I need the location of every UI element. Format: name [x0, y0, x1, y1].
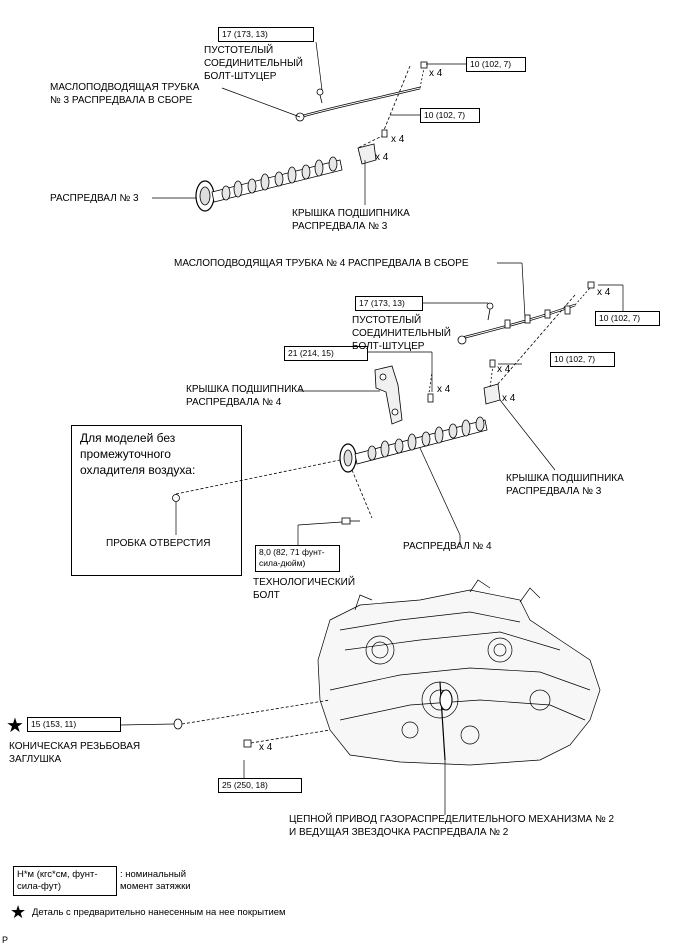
qty-bearing-cap-3-top: x 4 [375, 152, 389, 163]
torque-box-oil-pipe-3: 10 (102, 7) [466, 57, 526, 72]
legend-star-icon: ★ [10, 902, 27, 922]
label-bearing-cap-3-mid: КРЫШКА ПОДШИПНИКА РАСПРЕДВАЛА № 3 [506, 473, 624, 497]
bearing-cap-4-drawing [374, 365, 434, 425]
qty-bottom-bolts: x 4 [259, 742, 273, 753]
label-camshaft-3: РАСПРЕДВАЛ № 3 [50, 193, 139, 204]
label-oil-pipe-3: МАСЛОПОДВОДЯЩАЯ ТРУБКА № 3 РАСПРЕДВАЛА В… [50, 82, 200, 106]
qty-bearing-cap-3-mid-bolt: x 4 [497, 364, 511, 375]
qty-bearing-cap-4: x 4 [437, 384, 451, 395]
label-oil-pipe-4: МАСЛОПОДВОДЯЩАЯ ТРУБКА № 4 РАСПРЕДВАЛА В… [174, 258, 469, 269]
bearing-cap-3-mid-drawing [483, 294, 576, 405]
precoated-star-icon: ★ [6, 715, 24, 737]
taper-plug-drawing [173, 699, 331, 730]
label-hole-plug: ПРОБКА ОТВЕРСТИЯ [106, 538, 211, 549]
torque-box-oil-pipe-4: 10 (102, 7) [595, 311, 660, 326]
corner-mark: P [2, 935, 9, 945]
label-service-bolt: ТЕХНОЛОГИЧЕСКИЙ БОЛТ [253, 577, 356, 601]
engine-block-drawing [317, 579, 601, 766]
label-bearing-cap-3-top: КРЫШКА ПОДШИПНИКА РАСПРЕДВАЛА № 3 [292, 208, 410, 232]
torque-box-taper-plug: 15 (153, 11) [27, 717, 121, 732]
torque-box-bearing-cap-4: 21 (214, 15) [284, 346, 368, 361]
qty-oil-pipe-4: x 4 [597, 287, 611, 298]
qty-bearing-cap-3-mid: x 4 [502, 393, 516, 404]
oil-pipe-3-drawing [295, 61, 428, 122]
torque-box-bearing-cap-3-top: 10 (102, 7) [420, 108, 480, 123]
note-box: Для моделей без промежуточного охладител… [71, 425, 242, 576]
torque-box-hollow-bolt-top: 17 (173, 13) [218, 27, 314, 42]
qty-bearing-cap-3-top-bolt: x 4 [391, 134, 405, 145]
hole-plug-drawing [172, 459, 341, 502]
leader-lines [120, 41, 624, 815]
bearing-cap-3-top-drawing [357, 65, 411, 165]
qty-oil-pipe-3: x 4 [429, 68, 443, 79]
torque-box-bottom-bolts: 25 (250, 18) [218, 778, 302, 793]
oil-pipe-4-drawing [457, 281, 595, 345]
legend-unit-box: Н*м (кгс*см, фунт- сила-фут) [13, 866, 117, 896]
label-hollow-bolt-mid: ПУСТОТЕЛЫЙ СОЕДИНИТЕЛЬНЫЙ БОЛТ-ШТУЦЕР [352, 315, 451, 352]
note-box-text: Для моделей без промежуточного охладител… [80, 431, 196, 477]
label-camshaft-4: РАСПРЕДВАЛ № 4 [403, 541, 492, 552]
bottom-bolt-drawing [243, 729, 331, 748]
camshaft-4-drawing [339, 416, 488, 525]
torque-box-service-bolt: 8,0 (82, 71 фунт- сила-дюйм) [255, 545, 340, 572]
label-hollow-bolt-top: ПУСТОТЕЛЫЙ СОЕДИНИТЕЛЬНЫЙ БОЛТ-ШТУЦЕР [204, 45, 303, 82]
label-chain-drive: ЦЕПНОЙ ПРИВОД ГАЗОРАСПРЕДЕЛИТЕЛЬНОГО МЕХ… [289, 814, 615, 838]
label-bearing-cap-4: КРЫШКА ПОДШИПНИКА РАСПРЕДВАЛА № 4 [186, 384, 304, 408]
torque-box-bearing-cap-3-mid: 10 (102, 7) [550, 352, 615, 367]
legend-unit-desc: : номинальный момент затяжки [120, 869, 191, 892]
legend-precoated-text: Деталь с предварительно нанесенным на не… [32, 907, 286, 918]
torque-box-hollow-bolt-mid: 17 (173, 13) [355, 296, 423, 311]
camshaft-3-drawing [195, 156, 343, 212]
label-taper-plug: КОНИЧЕСКАЯ РЕЗЬБОВАЯ ЗАГЛУШКА [9, 741, 141, 765]
